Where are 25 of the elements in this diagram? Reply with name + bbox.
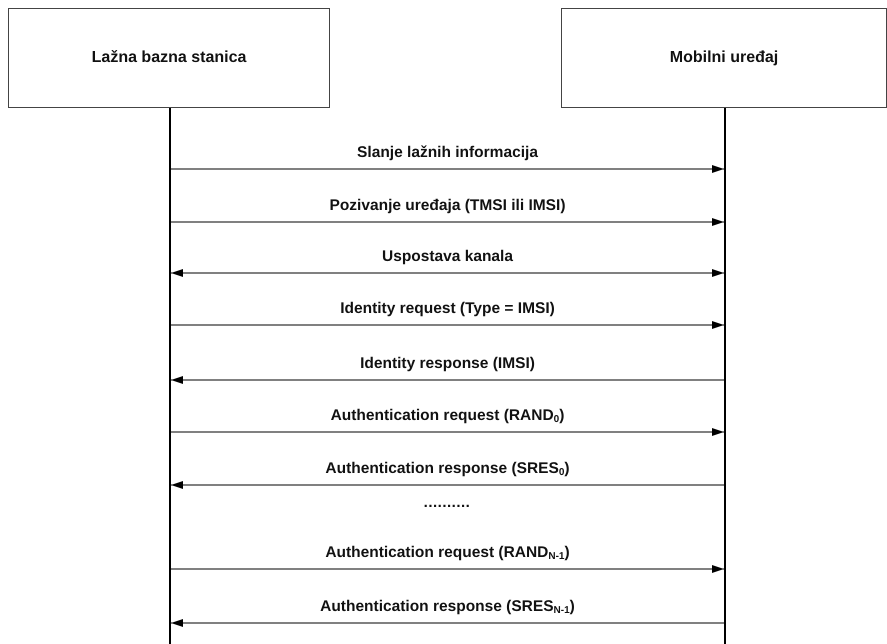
edge-label: Identity response (IMSI) bbox=[360, 355, 535, 373]
edge-label: Slanje lažnih informacija bbox=[357, 144, 538, 162]
edge-label: Pozivanje uređaja (TMSI ili IMSI) bbox=[330, 197, 566, 215]
message-arrow bbox=[170, 165, 724, 173]
lifeline bbox=[169, 108, 171, 644]
participant-box bbox=[8, 8, 330, 108]
message-arrow bbox=[170, 619, 724, 627]
edge-label: Identity request (Type = IMSI) bbox=[340, 300, 555, 318]
message-arrow bbox=[170, 376, 724, 384]
message-arrow bbox=[170, 269, 724, 277]
ellipsis-note: .......... bbox=[424, 494, 470, 511]
edge-label: Uspostava kanala bbox=[382, 248, 513, 266]
participant-name: Mobilni uređaj bbox=[670, 49, 778, 67]
message-arrow bbox=[170, 481, 724, 489]
edge-label: Authentication request (RAND$_{N-1}$) bbox=[325, 544, 570, 562]
participant-box bbox=[561, 8, 887, 108]
edge-label: Authentication response (SRES$_{0}$) bbox=[325, 460, 570, 478]
message-arrow bbox=[170, 565, 724, 573]
message-arrow bbox=[170, 428, 724, 436]
participant-name: Lažna bazna stanica bbox=[92, 49, 246, 67]
lifeline bbox=[724, 108, 726, 644]
edge-label: Authentication request (RAND$_{0}$) bbox=[330, 407, 564, 425]
message-arrow bbox=[170, 218, 724, 226]
edge-label: Authentication response (SRES$_{N-1}$) bbox=[320, 598, 575, 616]
message-arrow bbox=[170, 321, 724, 329]
